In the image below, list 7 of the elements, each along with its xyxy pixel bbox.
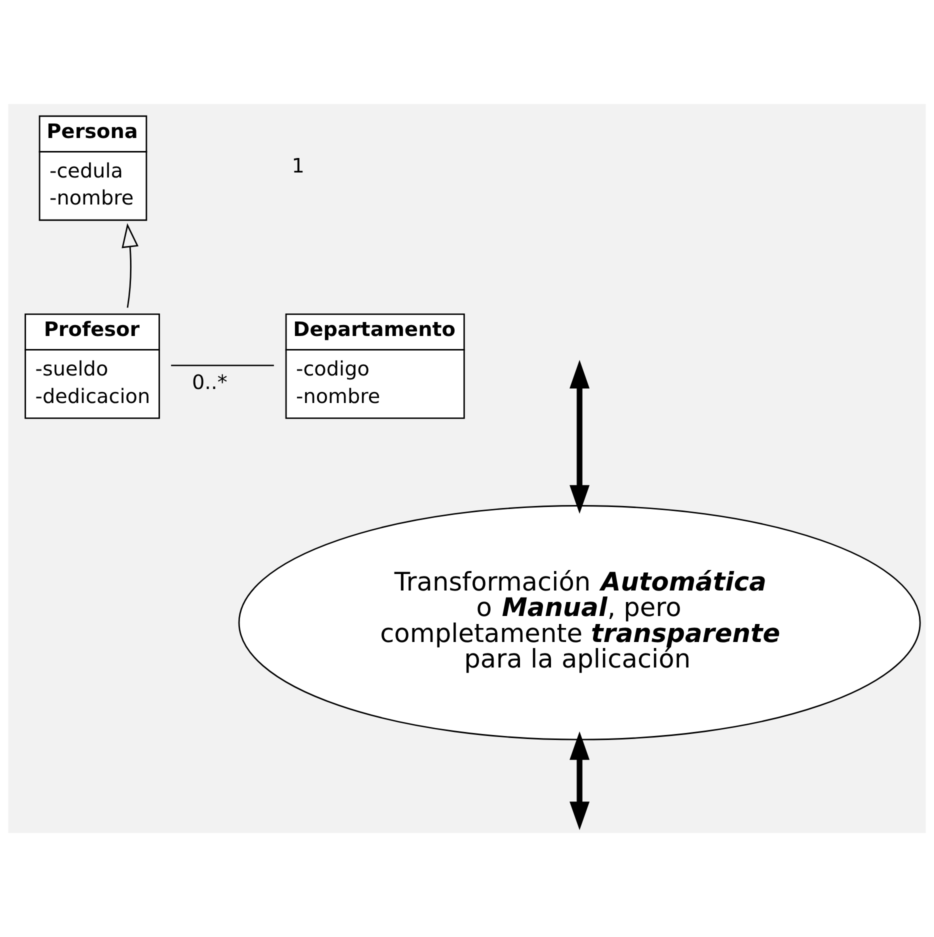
arrow [570,360,590,514]
edge-label: 0..* [192,370,228,394]
node-ellipse: Transformación Automática o Manual, pero completamente transparente para la aplicación [238,505,921,740]
arrow [570,731,590,830]
connector [171,364,274,366]
label: 1 [292,154,304,178]
arrow [122,223,139,308]
